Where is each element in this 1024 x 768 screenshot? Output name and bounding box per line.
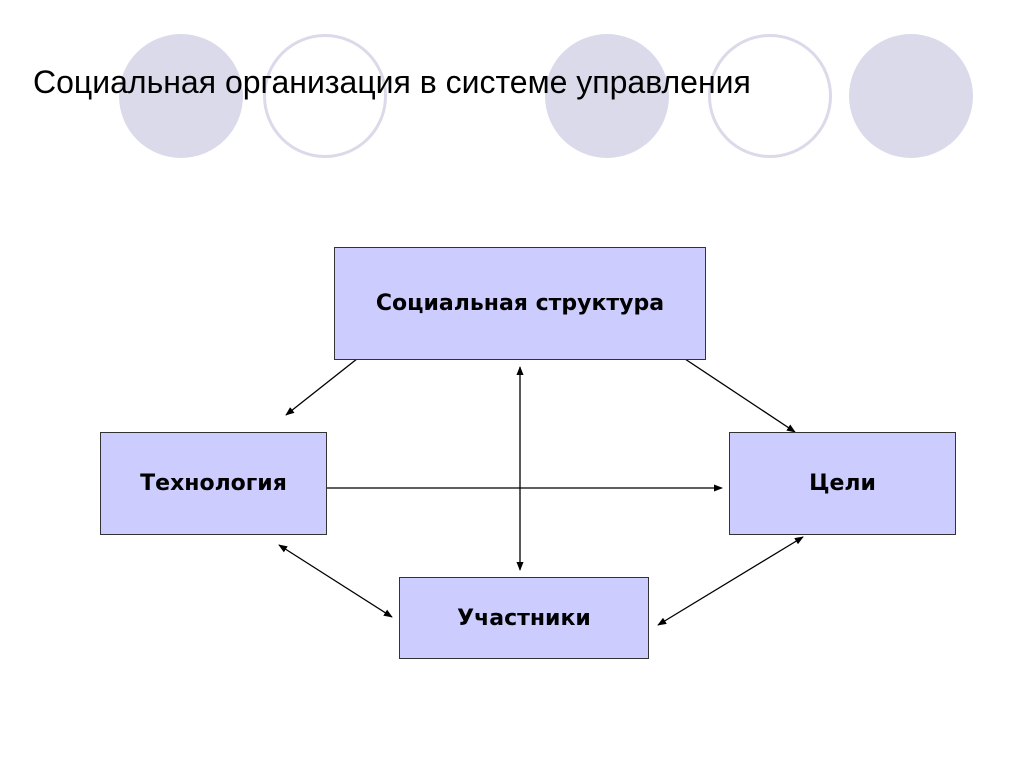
node-social-structure: Социальная структура xyxy=(334,247,706,360)
arrow-structure-technology xyxy=(285,350,368,416)
decorative-circle-filled xyxy=(119,34,243,158)
node-goals: Цели xyxy=(729,432,956,535)
decorative-circle-filled xyxy=(849,34,973,158)
arrow-goals-participants xyxy=(657,536,804,626)
decorative-circle-outline xyxy=(263,34,387,158)
arrow-structure-goals xyxy=(672,350,796,433)
decorative-circle-filled xyxy=(545,34,669,158)
slide-title: Социальная организация в системе управле… xyxy=(33,64,751,100)
node-technology: Технология xyxy=(100,432,327,535)
node-participants: Участники xyxy=(399,577,649,659)
arrow-technology-participants xyxy=(278,544,393,618)
decorative-circle-outline xyxy=(708,34,832,158)
